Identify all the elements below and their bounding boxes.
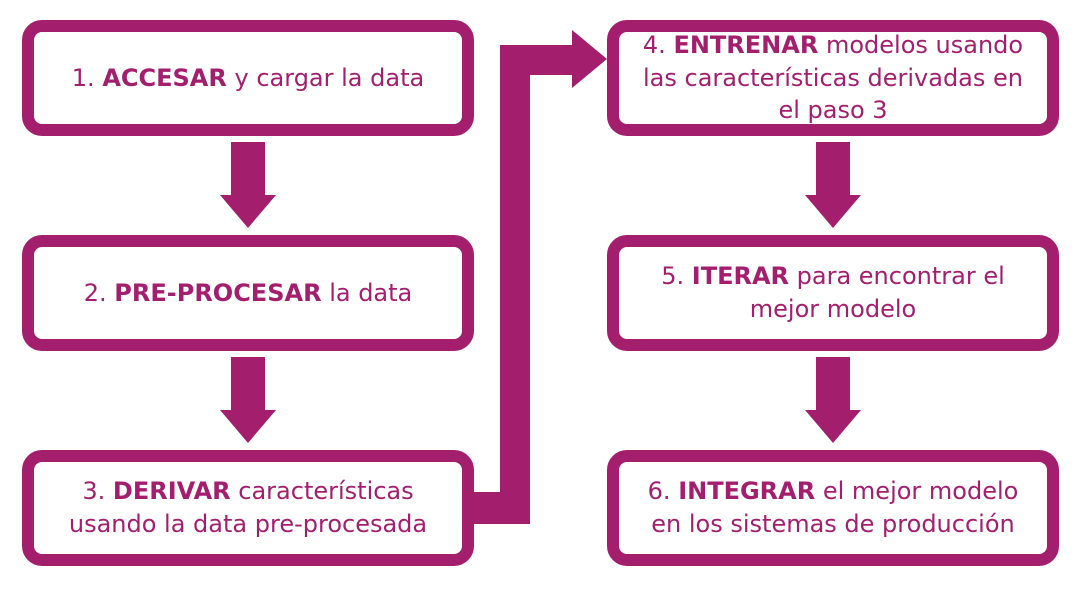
step-text-3: 3. DERIVAR características usando la dat… bbox=[69, 475, 427, 540]
step-description: y cargar la data bbox=[234, 63, 425, 92]
step-number: 6. bbox=[647, 477, 671, 506]
step-description: el mejor modelo bbox=[822, 477, 1019, 506]
step-box-4: 4. ENTRENAR modelos usando las caracterí… bbox=[607, 20, 1059, 136]
arrow-step2-to-step3 bbox=[220, 357, 276, 443]
step-text-5: 5. ITERAR para encontrar el mejor modelo bbox=[661, 260, 1005, 325]
arrow-step5-to-step6 bbox=[805, 357, 861, 443]
step-text-1: 1. ACCESAR y cargar la data bbox=[72, 62, 424, 95]
arrow-step1-to-step2 bbox=[220, 142, 276, 228]
step-description: mejor modelo bbox=[749, 295, 917, 323]
step-keyword: PRE-PROCESAR bbox=[114, 278, 322, 307]
step-number: 3. bbox=[82, 477, 106, 506]
step-description: para encontrar el bbox=[796, 262, 1005, 291]
step-keyword: DERIVAR bbox=[112, 477, 231, 506]
step-description: usando la data pre-procesada bbox=[68, 510, 428, 538]
step-box-3: 3. DERIVAR características usando la dat… bbox=[22, 450, 474, 566]
step-number: 5. bbox=[661, 262, 685, 291]
step-number: 1. bbox=[71, 63, 95, 92]
connector-step3-to-step4 bbox=[468, 30, 607, 524]
step-box-6: 6. INTEGRAR el mejor modelo en los siste… bbox=[607, 450, 1059, 566]
step-keyword: ACCESAR bbox=[102, 63, 227, 92]
step-keyword: ITERAR bbox=[691, 262, 789, 291]
step-number: 2. bbox=[83, 278, 107, 307]
step-box-2: 2. PRE-PROCESAR la data bbox=[22, 235, 474, 351]
arrow-step4-to-step5 bbox=[805, 142, 861, 228]
step-description: la data bbox=[329, 278, 413, 307]
step-description: las características derivadas en bbox=[642, 63, 1023, 92]
step-keyword: ENTRENAR bbox=[673, 31, 819, 60]
step-keyword: INTEGRAR bbox=[678, 477, 816, 506]
step-number: 4. bbox=[642, 31, 666, 60]
step-description: modelos usando bbox=[825, 31, 1024, 60]
step-description: en los sistemas de producción bbox=[651, 510, 1015, 538]
step-box-1: 1. ACCESAR y cargar la data bbox=[22, 20, 474, 136]
step-description: características bbox=[238, 477, 414, 506]
step-box-5: 5. ITERAR para encontrar el mejor modelo bbox=[607, 235, 1059, 351]
step-text-4: 4. ENTRENAR modelos usando las caracterí… bbox=[643, 29, 1023, 127]
step-text-2: 2. PRE-PROCESAR la data bbox=[84, 277, 413, 310]
step-text-6: 6. INTEGRAR el mejor modelo en los siste… bbox=[648, 475, 1019, 540]
step-description: el paso 3 bbox=[778, 96, 888, 125]
